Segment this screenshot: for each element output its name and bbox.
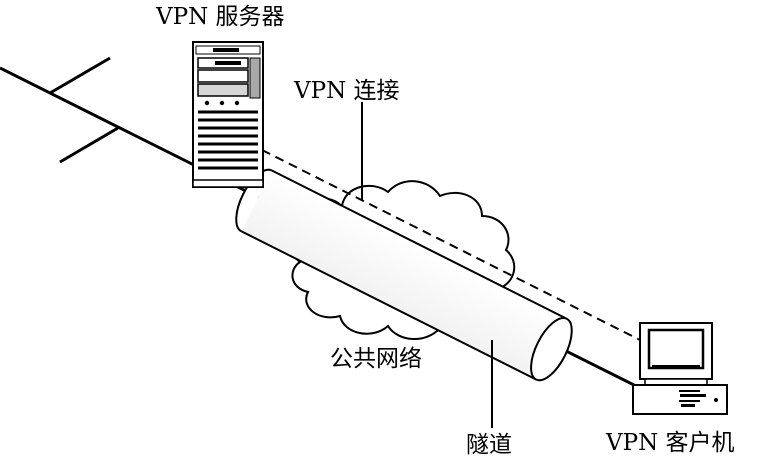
vpn-connection-line: [261, 149, 651, 346]
server-label: VPN 服务器: [156, 4, 285, 30]
server-tower-icon: [192, 41, 264, 188]
tunnel-tube: [235, 168, 573, 382]
client-label: VPN 客户机: [606, 430, 735, 456]
branch-line-1: [49, 56, 111, 95]
connection-label: VPN 连接: [294, 78, 400, 104]
branch-line-2: [59, 126, 119, 164]
tunnel-label: 隧道: [466, 432, 512, 458]
public-network-label: 公共网络: [330, 346, 422, 372]
client-computer-icon: [632, 322, 728, 415]
